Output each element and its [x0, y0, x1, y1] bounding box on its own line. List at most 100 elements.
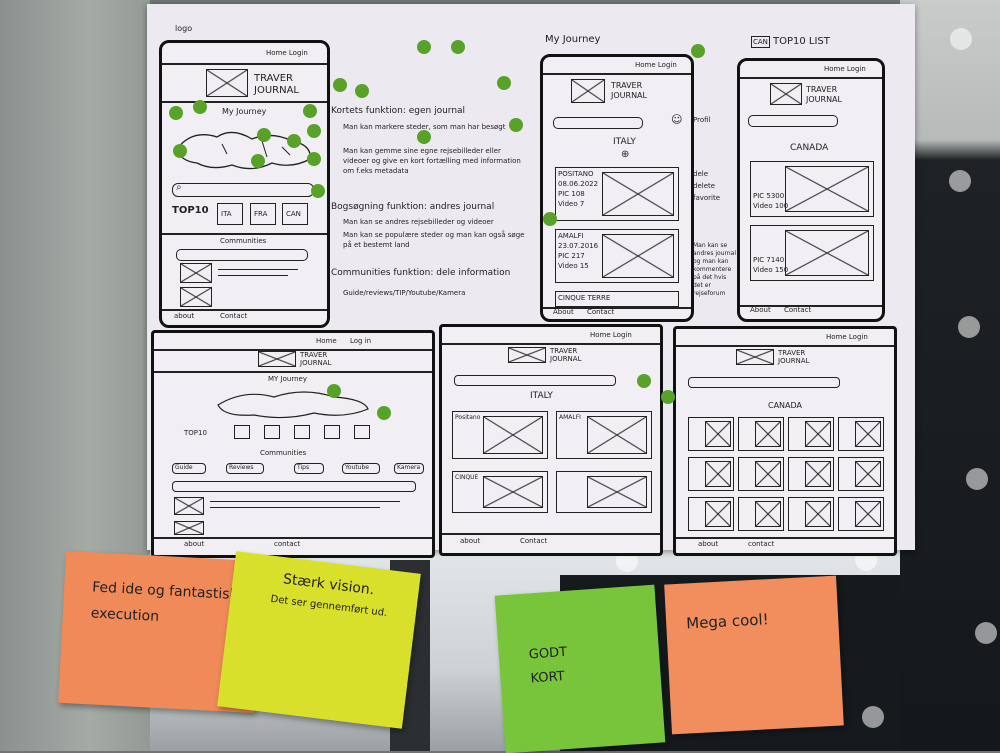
grid-card-image — [855, 421, 881, 447]
desktop2-entry[interactable]: CINQUE — [452, 471, 548, 513]
top10-search[interactable] — [748, 115, 838, 127]
journey-footer-contact[interactable]: Contact — [587, 308, 615, 316]
desktop2-sketch: Home Login TRAVER JOURNAL ITALY Positano… — [439, 324, 663, 556]
desktop2-nav: Home Login — [590, 331, 632, 339]
desktop3-search[interactable] — [688, 377, 840, 388]
sticky-note-4-text: Mega cool! — [685, 610, 770, 633]
tag-chip[interactable]: Tips — [294, 463, 324, 474]
annotation-bog-1: Man kan se andres rejsebilleder og video… — [343, 218, 494, 226]
top10-logo-1: TRAVER — [806, 85, 838, 94]
vote-dot — [303, 104, 317, 118]
journey-entry[interactable]: POSITANO 08.06.2022 PIC 108 Video 7 — [555, 167, 679, 221]
desktop1-map-title: MY Journey — [268, 375, 307, 383]
desktop3-logo-2: JOURNAL — [778, 357, 810, 365]
desktop2-footer-about[interactable]: about — [460, 537, 481, 545]
tag-chip[interactable]: Guide — [172, 463, 206, 474]
journey-country: ITALY — [613, 137, 636, 147]
desktop2-country: ITALY — [530, 391, 553, 401]
country-card[interactable] — [264, 425, 280, 439]
country-card[interactable]: CAN — [282, 203, 308, 225]
desktop2-entry[interactable] — [556, 471, 652, 513]
country-grid-card[interactable] — [838, 497, 884, 531]
annotation-comm-1: Guide/reviews/TIP/Youtube/Kamera — [343, 289, 466, 297]
annotation-kort-title: Kortets funktion: egen journal — [331, 106, 466, 116]
desktop2-entry[interactable]: AMALFI — [556, 411, 652, 459]
journey-entry[interactable]: CINQUE TERRE — [555, 291, 679, 307]
desktop1-footer-about[interactable]: about — [184, 540, 205, 548]
main-search-field[interactable] — [172, 183, 314, 197]
tag-chip[interactable]: Reviews — [226, 463, 264, 474]
post-image — [180, 263, 212, 283]
world-map-icon — [217, 391, 369, 419]
vote-dot — [307, 124, 321, 138]
country-grid-card[interactable] — [788, 497, 834, 531]
country-card[interactable]: ITA — [217, 203, 243, 225]
desktop3-footer-contact[interactable]: contact — [748, 540, 775, 548]
top10-footer-about[interactable]: About — [750, 306, 771, 314]
desktop1-search[interactable] — [172, 481, 416, 492]
glass-dot — [966, 468, 988, 490]
sticky-note-2: Stærk vision. Det ser gennemført ud. — [217, 551, 421, 729]
desktop3-footer-about[interactable]: about — [698, 540, 719, 548]
top10-tag: CAN — [751, 36, 770, 48]
action-share: dele — [693, 170, 709, 178]
desktop2-entry[interactable]: Positano — [452, 411, 548, 459]
profile-icon[interactable]: ☺ — [671, 113, 683, 126]
vote-dot — [509, 118, 523, 132]
desktop1-nav-home[interactable]: Home — [316, 337, 337, 345]
journey-footer-about[interactable]: About — [553, 308, 574, 316]
country-card[interactable] — [354, 425, 370, 439]
desktop2-logo-2: JOURNAL — [550, 355, 582, 363]
desktop2-search[interactable] — [454, 375, 616, 386]
journey-entry[interactable]: AMALFI 23.07.2016 PIC 217 Video 15 — [555, 229, 679, 283]
country-grid-card[interactable] — [738, 457, 784, 491]
main-top10: TOP10 — [172, 205, 209, 216]
desktop1-nav-login[interactable]: Log in — [350, 337, 372, 345]
vote-dot — [333, 78, 347, 92]
vote-dot — [417, 40, 431, 54]
corner-tag: logo — [175, 24, 193, 33]
journey-label: My Journey — [545, 34, 601, 45]
desktop3-country: CANADA — [768, 401, 803, 410]
country-grid-card[interactable] — [688, 457, 734, 491]
top10-footer-contact[interactable]: Contact — [784, 306, 812, 314]
grid-card-image — [755, 501, 781, 527]
country-grid-card[interactable] — [838, 457, 884, 491]
tag-chip[interactable]: Kamera — [394, 463, 424, 474]
desktop1-logo-1: TRAVER — [300, 351, 328, 359]
country-grid-card[interactable] — [738, 497, 784, 531]
country-card[interactable] — [324, 425, 340, 439]
journey-side-note: Profil — [693, 116, 711, 124]
logo-image-icon — [571, 79, 605, 103]
main-footer-about[interactable]: about — [174, 312, 195, 320]
glass-dot — [975, 622, 997, 644]
journey-logo-1: TRAVER — [611, 81, 643, 90]
country-card[interactable] — [294, 425, 310, 439]
desktop1-footer-contact[interactable]: contact — [274, 540, 301, 548]
main-map-title: My Journey — [222, 107, 267, 116]
main-footer-contact[interactable]: Contact — [220, 312, 248, 320]
add-icon[interactable]: ⊕ — [621, 149, 630, 160]
journey-search[interactable] — [553, 117, 643, 129]
desktop2-footer-contact[interactable]: Contact — [520, 537, 548, 545]
sticky-note-4: Mega cool! — [664, 575, 844, 735]
top10-entry[interactable]: PIC 5300 Video 100 — [750, 161, 874, 217]
desktop1-communities: Communities — [260, 449, 307, 457]
tag-chip[interactable]: Youtube — [342, 463, 380, 474]
country-grid-card[interactable] — [788, 417, 834, 451]
community-search[interactable] — [176, 249, 308, 261]
country-card[interactable] — [234, 425, 250, 439]
country-grid-card[interactable] — [688, 497, 734, 531]
country-card[interactable]: FRA — [250, 203, 276, 225]
grid-card-image — [705, 501, 731, 527]
country-grid-card[interactable] — [838, 417, 884, 451]
top10-entry[interactable]: PIC 7140 Video 150 — [750, 225, 874, 281]
country-grid-card[interactable] — [688, 417, 734, 451]
top10-label: TOP10 LIST — [773, 36, 830, 47]
desktop3-logo-1: TRAVER — [778, 349, 806, 357]
country-grid-card[interactable] — [788, 457, 834, 491]
vote-dot — [691, 44, 705, 58]
grid-card-image — [755, 461, 781, 487]
country-grid-card[interactable] — [738, 417, 784, 451]
vote-dot — [543, 212, 557, 226]
